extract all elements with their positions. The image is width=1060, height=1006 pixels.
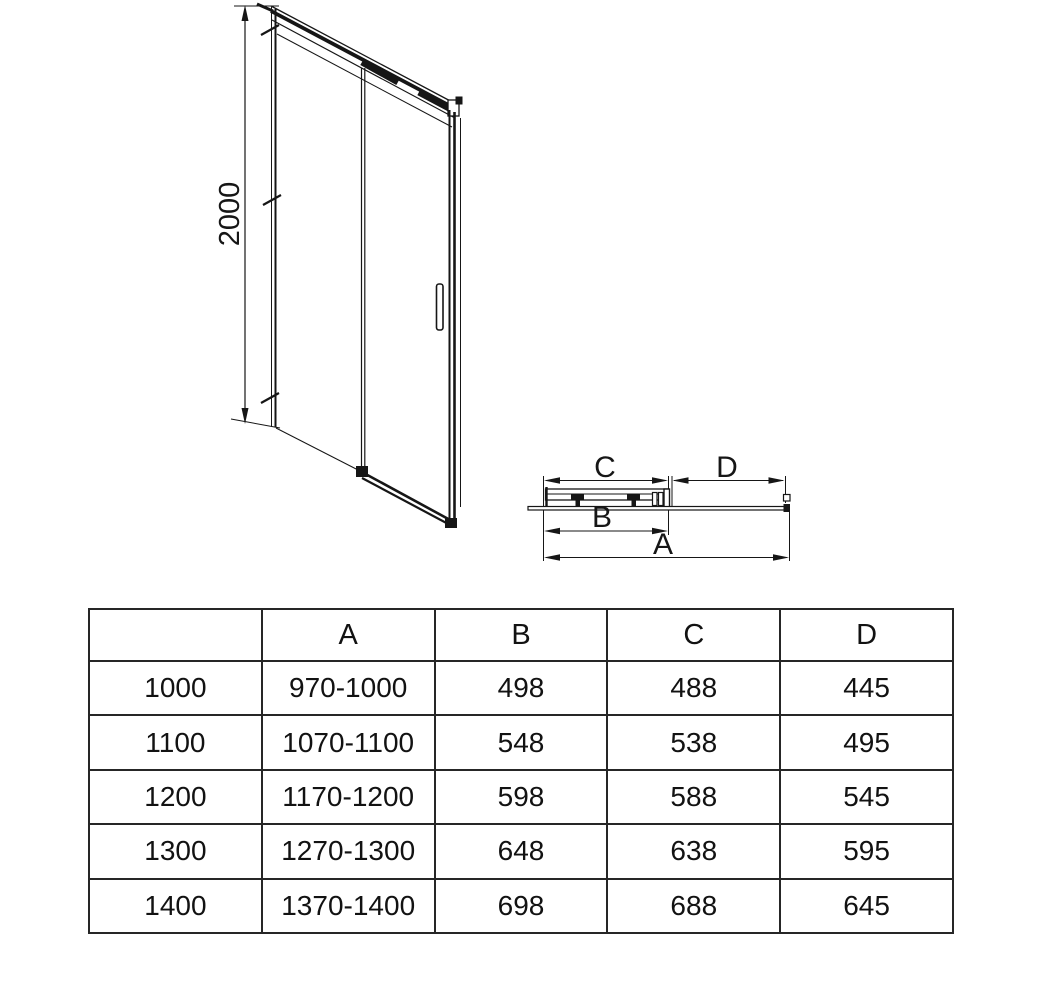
roller-right-stem [631, 500, 636, 509]
track-profile [544, 488, 669, 501]
dim-ext-bottom [230, 418, 281, 429]
table-cell: 698 [433, 877, 609, 935]
glass-rail [527, 505, 790, 511]
arrow-up-icon [241, 5, 249, 21]
arrow-right-icon [773, 554, 789, 561]
arrow-left-icon [672, 477, 689, 484]
plan-view: C D B A [527, 451, 791, 561]
table-cell: 538 [606, 714, 782, 771]
arrow-right-icon [652, 527, 668, 535]
table-cell: 588 [606, 768, 782, 826]
door-handle [435, 283, 444, 331]
roller-right-cap [627, 494, 640, 501]
bottom-rail-upper [359, 469, 453, 523]
stopper-bracket-left [651, 491, 658, 507]
table-cell: 648 [433, 823, 609, 880]
roller-carriage-left [360, 58, 400, 86]
top-track-lower-edge [271, 19, 456, 119]
table-cell: 1070-1100 [260, 714, 436, 771]
right-frame-foot [445, 518, 457, 528]
track-right-cap [663, 488, 671, 508]
table-cell-size: 1000 [88, 659, 263, 717]
wall-fixing-tick-bottom [260, 392, 280, 404]
table-cell: 595 [779, 823, 954, 880]
table-cell-size: 1400 [88, 877, 263, 935]
table-header-d: D [779, 608, 954, 662]
wall-block [782, 493, 791, 502]
size-table: A B C D 1000 970-1000 498 488 445 1100 1… [88, 608, 954, 935]
top-track-outer-edge [270, 5, 457, 105]
roller-left-stem [575, 500, 580, 509]
table-cell: 1370-1400 [260, 877, 436, 935]
frame-corner-piece [256, 2, 274, 13]
elevation-view: 2000 [214, 2, 463, 528]
size-table-container: A B C D 1000 970-1000 498 488 445 1100 1… [88, 608, 954, 935]
arrow-left-icon [544, 554, 560, 561]
table-row: 1000 970-1000 498 488 445 [88, 659, 954, 717]
arrow-right-icon [768, 477, 785, 484]
arrow-left-icon [544, 477, 560, 484]
arrow-right-icon [652, 477, 668, 484]
table-cell: 1170-1200 [260, 768, 436, 826]
height-dim-label: 2000 [214, 182, 246, 247]
dim-b-label: B [592, 501, 612, 534]
dim-d-label: D [716, 451, 738, 484]
table-header-size [88, 608, 263, 662]
track-end-block [455, 96, 463, 105]
arrow-down-icon [241, 408, 249, 424]
table-header-b: B [433, 608, 609, 662]
table-row: 1400 1370-1400 698 688 645 [88, 877, 954, 935]
dim-a-label: A [653, 528, 673, 561]
table-row: 1200 1170-1200 598 588 545 [88, 768, 954, 826]
rail-end-block [783, 504, 790, 512]
table-cell: 970-1000 [260, 659, 436, 717]
table-cell-size: 1200 [88, 768, 263, 826]
table-cell: 688 [606, 877, 782, 935]
table-cell: 645 [779, 877, 954, 935]
table-cell: 545 [779, 768, 954, 826]
table-cell: 445 [779, 659, 954, 717]
table-cell-size: 1300 [88, 823, 263, 880]
dim-c-label: C [594, 451, 616, 484]
roller-left-cap [571, 494, 584, 501]
table-row: 1300 1270-1300 648 638 595 [88, 823, 954, 880]
roller-carriage-right [417, 88, 453, 113]
wall-fixing-tick-middle [262, 194, 282, 206]
table-cell: 1270-1300 [260, 823, 436, 880]
table-row: 1100 1070-1100 548 538 495 [88, 714, 954, 771]
table-cell: 488 [606, 659, 782, 717]
table-header-row: A B C D [88, 608, 954, 662]
table-cell: 638 [606, 823, 782, 880]
bottom-rail-lower [361, 477, 453, 527]
table-cell-size: 1100 [88, 714, 263, 771]
table-cell: 548 [433, 714, 609, 771]
table-header-c: C [606, 608, 782, 662]
table-cell: 498 [433, 659, 609, 717]
stopper-bracket-right [657, 491, 664, 507]
glass-bottom-edge [275, 427, 363, 473]
table-header-a: A [260, 608, 436, 662]
arrow-left-icon [544, 527, 560, 535]
table-cell: 495 [779, 714, 954, 771]
wall-fixing-tick-top [260, 24, 280, 36]
table-cell: 598 [433, 768, 609, 826]
